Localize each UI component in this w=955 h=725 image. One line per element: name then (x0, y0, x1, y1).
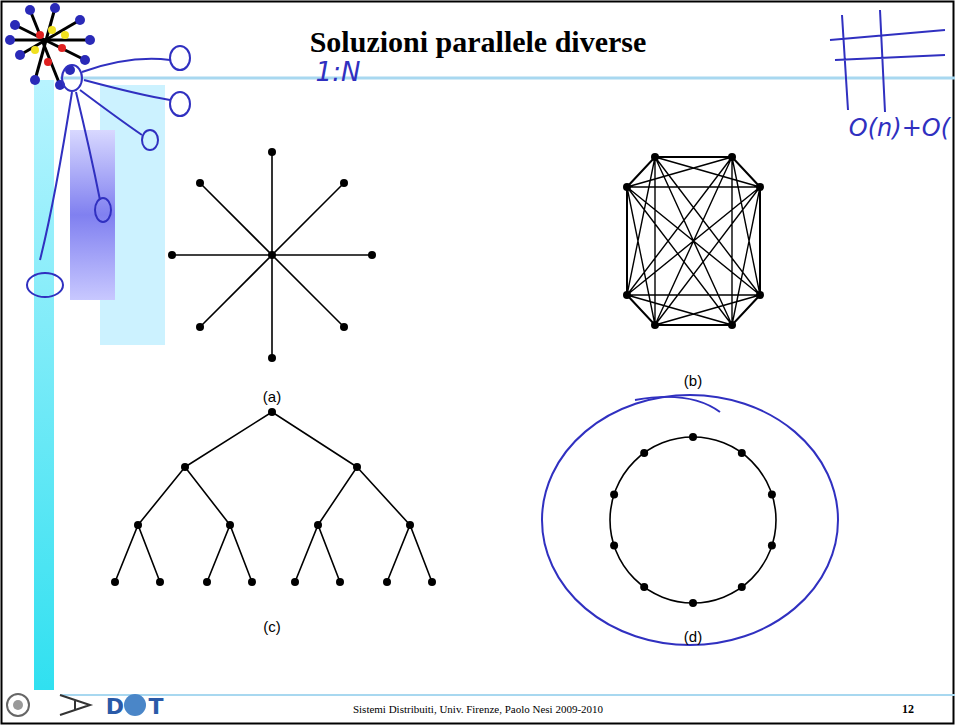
handwritten-note: O(n)+O( (849, 114, 950, 142)
logo-letter: D (106, 694, 124, 719)
figure-label: (a) (263, 388, 281, 405)
footer-text: Sistemi Distribuiti, Univ. Firenze, Paol… (353, 703, 603, 715)
slide-title: Soluzioni parallele diverse (310, 25, 647, 59)
figure-label: (c) (263, 618, 281, 635)
figure-label: (d) (684, 628, 702, 645)
logo-letter: T (148, 694, 163, 719)
page-number: 12 (902, 702, 914, 717)
handwritten-note: 1:N (316, 57, 361, 87)
figure-label: (b) (684, 372, 702, 389)
